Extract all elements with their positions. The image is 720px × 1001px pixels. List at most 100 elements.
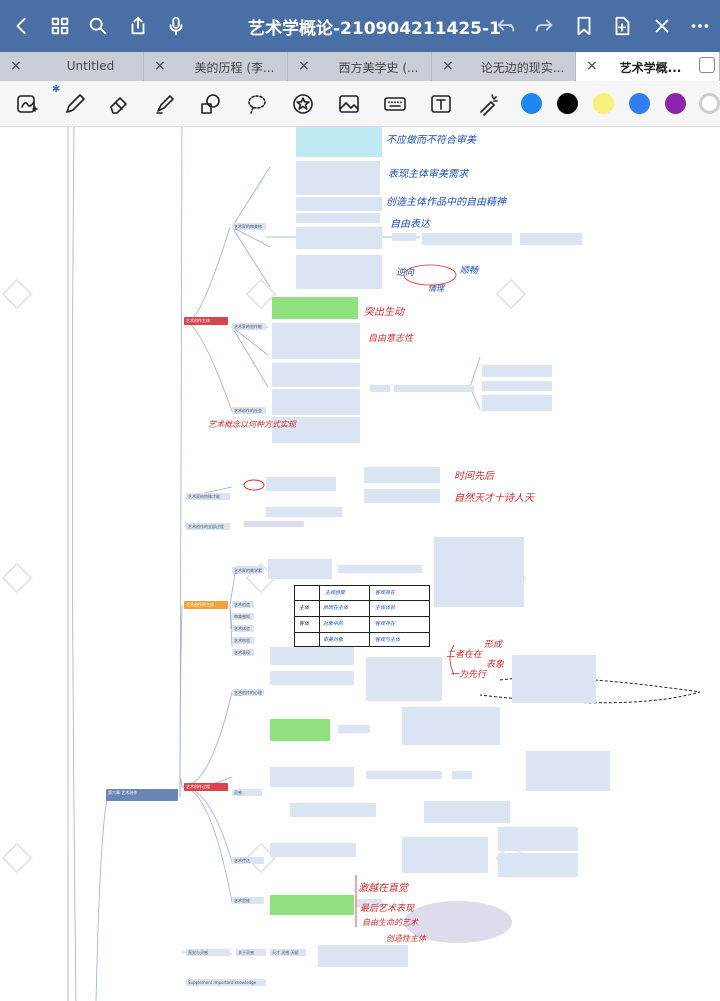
mindmap-note[interactable] <box>402 707 500 745</box>
laser-pointer-icon[interactable] <box>472 89 502 119</box>
mindmap-note[interactable] <box>364 467 440 483</box>
mindmap-note[interactable] <box>338 725 370 733</box>
tab-beauty-history[interactable]: ×美的历程 (李... <box>144 52 288 81</box>
mindmap-note[interactable] <box>394 385 474 392</box>
mindmap-note[interactable] <box>272 363 360 387</box>
mindmap-note[interactable] <box>402 837 488 873</box>
mindmap-note[interactable] <box>266 477 336 491</box>
lasso-icon[interactable] <box>242 89 272 119</box>
mindmap-note[interactable] <box>498 827 578 851</box>
mindmap-note[interactable] <box>318 945 408 967</box>
mindmap-note[interactable] <box>434 537 524 607</box>
sticker-icon[interactable] <box>288 89 318 119</box>
mindmap-node[interactable]: 艺术创作的全部过程 <box>186 523 230 530</box>
tab-close-icon[interactable]: × <box>10 58 22 74</box>
color-swatch-blue[interactable] <box>521 93 542 114</box>
mindmap-note[interactable] <box>270 647 354 665</box>
shapes-icon[interactable] <box>196 89 226 119</box>
mindmap-note[interactable] <box>270 895 354 915</box>
mindmap-note[interactable] <box>356 899 382 907</box>
tab-realism[interactable]: ×论无边的现实... <box>432 52 576 81</box>
eraser-icon[interactable] <box>104 89 134 119</box>
color-swatch-add[interactable] <box>699 93 720 114</box>
mindmap-note[interactable] <box>512 655 596 703</box>
mindmap-note[interactable] <box>370 385 390 392</box>
mindmap-node[interactable]: 艺术家的审美修养 <box>232 223 266 230</box>
mindmap-note[interactable] <box>272 417 360 443</box>
tab-art-intro[interactable]: ×艺术学概... <box>576 52 720 81</box>
mindmap-note[interactable] <box>244 521 304 527</box>
search-icon[interactable] <box>84 12 112 40</box>
redo-icon[interactable] <box>530 12 558 40</box>
keyboard-icon[interactable] <box>380 89 410 119</box>
mindmap-note[interactable] <box>392 233 416 241</box>
mindmap-note[interactable] <box>266 507 342 517</box>
mindmap-note[interactable] <box>272 297 358 319</box>
mindmap-note[interactable] <box>270 719 330 741</box>
color-swatch-blue-2[interactable] <box>629 93 650 114</box>
mindmap-note[interactable] <box>270 767 354 787</box>
mindmap-node[interactable]: 艺术家的美学素养 <box>232 567 264 574</box>
mindmap-node[interactable]: 艺术思维 <box>232 897 264 904</box>
mindmap-note[interactable] <box>272 323 360 359</box>
mindmap-note[interactable] <box>270 671 354 685</box>
undo-icon[interactable] <box>492 12 520 40</box>
mindmap-node[interactable]: 天才 灵感 天赋 <box>270 949 306 956</box>
tab-close-icon[interactable]: × <box>154 58 166 74</box>
mindmap-node[interactable]: 灵感 <box>232 789 262 796</box>
mindmap-note[interactable] <box>296 227 382 249</box>
mindmap-note[interactable] <box>268 559 332 579</box>
more-icon[interactable] <box>686 12 714 40</box>
mindmap-node[interactable]: 艺术构思 <box>232 637 254 644</box>
document-title[interactable]: 艺术学概论-210904211425-1 ˅ <box>248 14 513 39</box>
mindmap-node[interactable]: 艺术创作的心理要素 <box>232 689 264 696</box>
mindmap-note[interactable] <box>422 233 512 245</box>
mindmap-node[interactable]: 艺术表现 <box>232 649 254 656</box>
color-swatch-yellow[interactable] <box>593 93 614 114</box>
mindmap-note[interactable] <box>296 127 382 157</box>
mindmap-node[interactable]: 艺术传达 <box>232 857 264 864</box>
document-canvas[interactable]: 艺术创作主体 艺术创作过程 艺术创作的主体 第六章 艺术创作 艺术家的审美修养 … <box>0 127 720 1001</box>
mindmap-branch[interactable]: 艺术创作过程 <box>184 783 228 791</box>
share-icon[interactable] <box>124 12 152 40</box>
mindmap-note[interactable] <box>424 801 510 823</box>
mindmap-note[interactable] <box>366 771 442 779</box>
mindmap-root[interactable]: 第六章 艺术创作 <box>106 789 178 801</box>
tab-close-icon[interactable]: × <box>442 58 454 74</box>
mindmap-note[interactable] <box>404 901 512 943</box>
mindmap-note[interactable] <box>272 389 360 415</box>
mindmap-note[interactable] <box>526 751 610 791</box>
mindmap-branch[interactable]: 艺术创作的主体 <box>184 601 228 609</box>
mindmap-node[interactable]: 关于灵感 <box>236 949 266 956</box>
add-page-icon[interactable] <box>608 12 636 40</box>
tab-western-aesthetics[interactable]: ×西方美学史 (... <box>288 52 432 81</box>
mindmap-note[interactable] <box>296 255 382 289</box>
mindmap-node[interactable]: 艺术体验 <box>232 625 254 632</box>
close-icon[interactable] <box>648 12 676 40</box>
mindmap-note[interactable] <box>296 213 380 223</box>
tab-pages-icon[interactable] <box>699 57 715 73</box>
color-swatch-purple[interactable] <box>665 93 686 114</box>
textbox-icon[interactable] <box>426 89 456 119</box>
image-icon[interactable] <box>334 89 364 119</box>
mindmap-note[interactable] <box>296 197 382 211</box>
mindmap-note[interactable] <box>338 565 422 573</box>
mindmap-node[interactable]: Supplement important knowledge points <box>186 979 266 986</box>
tab-close-icon[interactable]: × <box>586 58 598 74</box>
mindmap-node[interactable]: 艺术创造力 <box>232 601 254 608</box>
mindmap-note[interactable] <box>482 395 552 411</box>
mindmap-note[interactable] <box>482 381 552 391</box>
mindmap-note[interactable] <box>452 771 472 779</box>
tab-close-icon[interactable]: × <box>298 58 310 74</box>
grid-icon[interactable] <box>46 12 74 40</box>
color-swatch-black[interactable] <box>557 93 578 114</box>
mindmap-note[interactable] <box>520 233 582 245</box>
tab-untitled[interactable]: ×Untitled <box>0 52 144 81</box>
mindmap-note[interactable] <box>366 657 442 701</box>
mindmap-note[interactable] <box>296 161 380 195</box>
mindmap-branch[interactable]: 艺术创作主体 <box>184 317 228 325</box>
mindmap-node[interactable]: 艺术家的特殊才能 <box>186 493 230 500</box>
mindmap-node[interactable]: 艺术创作的社会性 <box>232 407 266 414</box>
microphone-icon[interactable] <box>162 12 190 40</box>
mindmap-note[interactable] <box>482 365 552 377</box>
